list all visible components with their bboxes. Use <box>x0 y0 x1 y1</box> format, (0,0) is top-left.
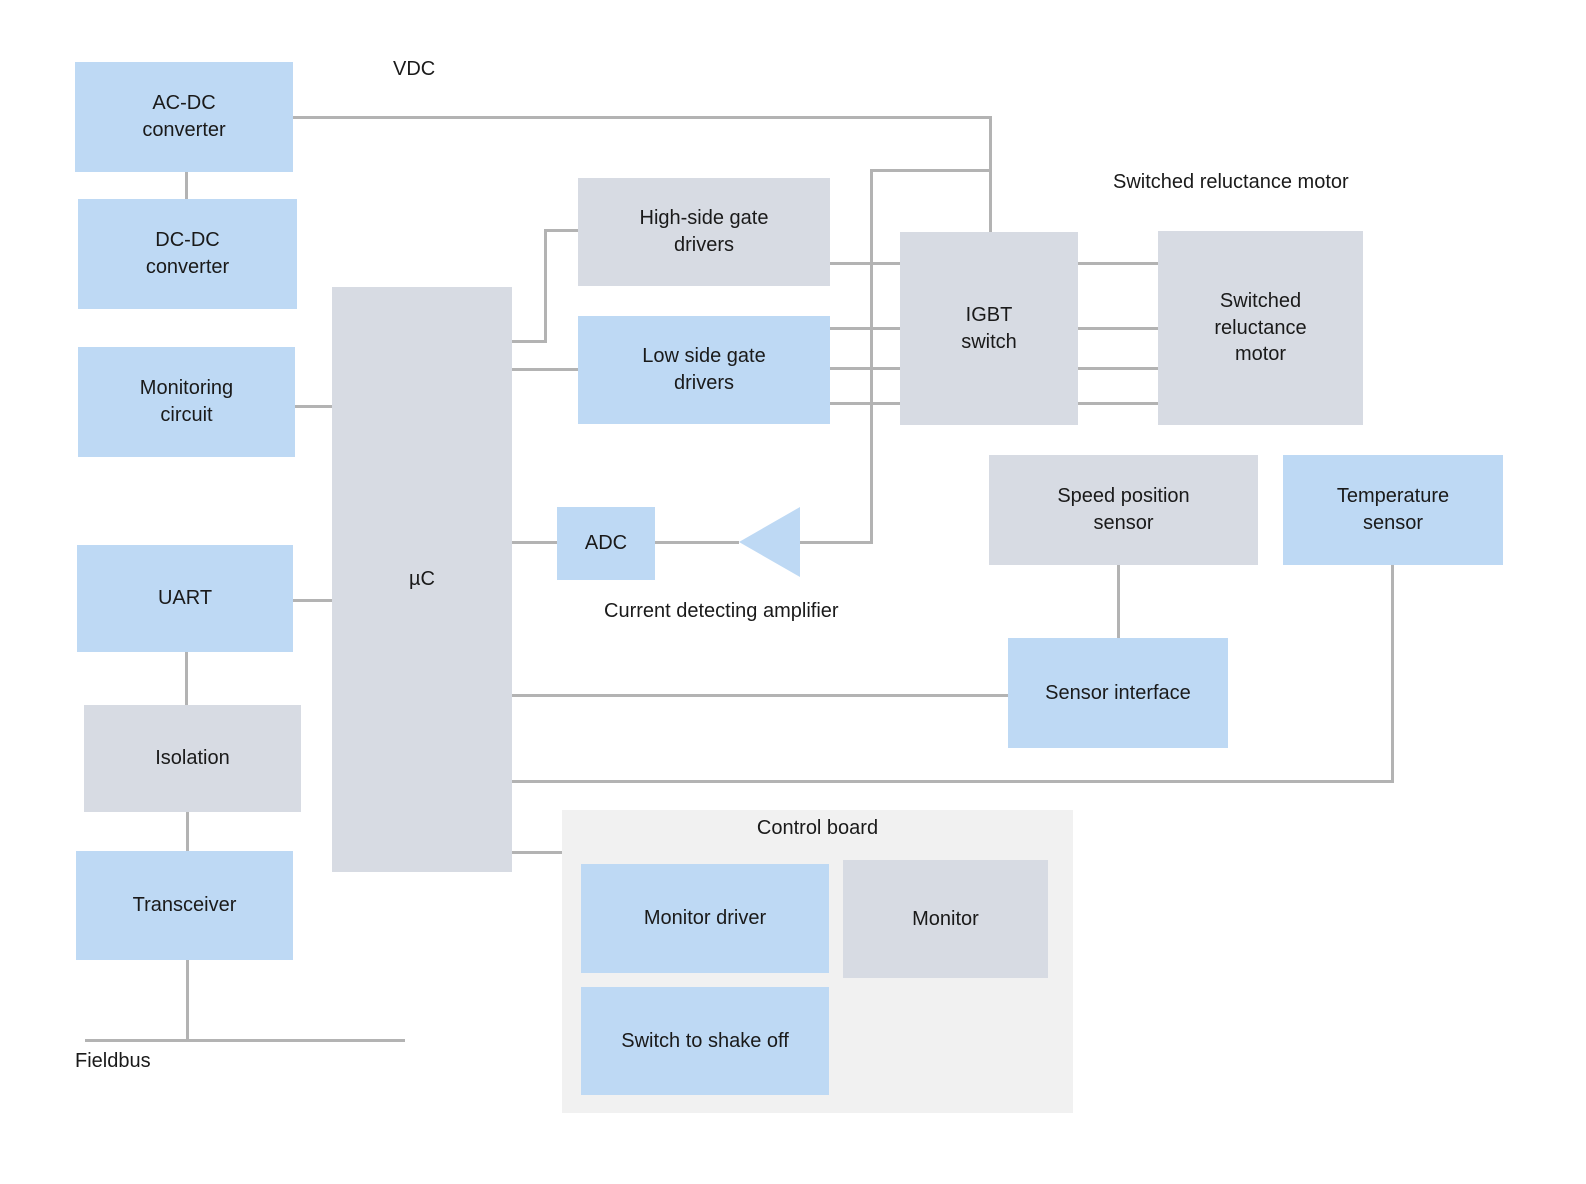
connector-uc-to-lowside <box>512 368 578 371</box>
connector-igbt-to-motor-3 <box>1078 367 1158 370</box>
node-speed-position-sensor: Speed position sensor <box>989 455 1258 565</box>
connector-fieldbus-line <box>85 1039 405 1042</box>
connector-current-sense-top <box>870 169 992 172</box>
connector-adc-to-amplifier <box>655 541 739 544</box>
connector-uart-to-uc <box>293 599 332 602</box>
node-switched-reluctance-motor: Switched reluctance motor <box>1158 231 1363 425</box>
connector-speed-sensor-to-interface <box>1117 565 1120 638</box>
connector-igbt-to-motor-2 <box>1078 327 1158 330</box>
connector-vdc-rail <box>293 116 992 119</box>
node-monitor-driver: Monitor driver <box>581 864 829 973</box>
connector-uc-to-highside-b <box>544 229 547 342</box>
connector-transceiver-to-fieldbus <box>186 960 189 1042</box>
connector-uc-to-control-board <box>512 851 562 854</box>
connector-monitoring-to-uc <box>295 405 332 408</box>
node-transceiver: Transceiver <box>76 851 293 960</box>
node-isolation: Isolation <box>84 705 301 812</box>
node-uart: UART <box>77 545 293 652</box>
connector-temp-sensor-drop <box>1391 565 1394 783</box>
connector-highside-to-igbt <box>830 262 900 265</box>
node-ac-dc-converter: AC-DC converter <box>75 62 293 172</box>
control-board-title: Control board <box>756 817 879 839</box>
label-fieldbus: Fieldbus <box>75 1050 151 1072</box>
connector-lowside-to-igbt-3 <box>830 402 900 405</box>
node-dc-dc-converter: DC-DC converter <box>78 199 297 309</box>
connector-uc-to-highside-a <box>512 340 547 343</box>
node-microcontroller: µC <box>332 287 512 872</box>
label-vdc: VDC <box>393 58 436 80</box>
node-monitoring-circuit: Monitoring circuit <box>78 347 295 457</box>
label-switched-reluctance-motor: Switched reluctance motor <box>1113 171 1349 193</box>
node-temperature-sensor: Temperature sensor <box>1283 455 1503 565</box>
connector-amplifier-to-sense <box>800 541 873 544</box>
connector-igbt-to-motor-4 <box>1078 402 1158 405</box>
node-high-side-gate-drivers: High-side gate drivers <box>578 178 830 286</box>
current-amplifier-triangle-icon <box>739 507 800 577</box>
connector-uart-to-isolation <box>185 652 188 705</box>
connector-uc-to-sensor-interface <box>512 694 1008 697</box>
node-switch-to-shake-off: Switch to shake off <box>581 987 829 1095</box>
connector-uc-to-temp-sensor <box>512 780 1394 783</box>
node-monitor: Monitor <box>843 860 1048 978</box>
connector-isolation-to-transceiver <box>186 812 189 851</box>
connector-lowside-to-igbt-1 <box>830 327 900 330</box>
node-igbt-switch: IGBT switch <box>900 232 1078 425</box>
connector-vdc-drop-to-igbt <box>989 116 992 234</box>
connector-igbt-to-motor-1 <box>1078 262 1158 265</box>
connector-lowside-to-igbt-2 <box>830 367 900 370</box>
node-low-side-gate-drivers: Low side gate drivers <box>578 316 830 424</box>
connector-uc-to-highside-c <box>544 229 578 232</box>
node-adc: ADC <box>557 507 655 580</box>
node-sensor-interface: Sensor interface <box>1008 638 1228 748</box>
connector-uc-to-adc <box>512 541 557 544</box>
label-current-detecting-amplifier: Current detecting amplifier <box>604 600 839 622</box>
connector-acdc-to-dcdc <box>185 172 188 199</box>
connector-current-sense-vertical <box>870 169 873 544</box>
